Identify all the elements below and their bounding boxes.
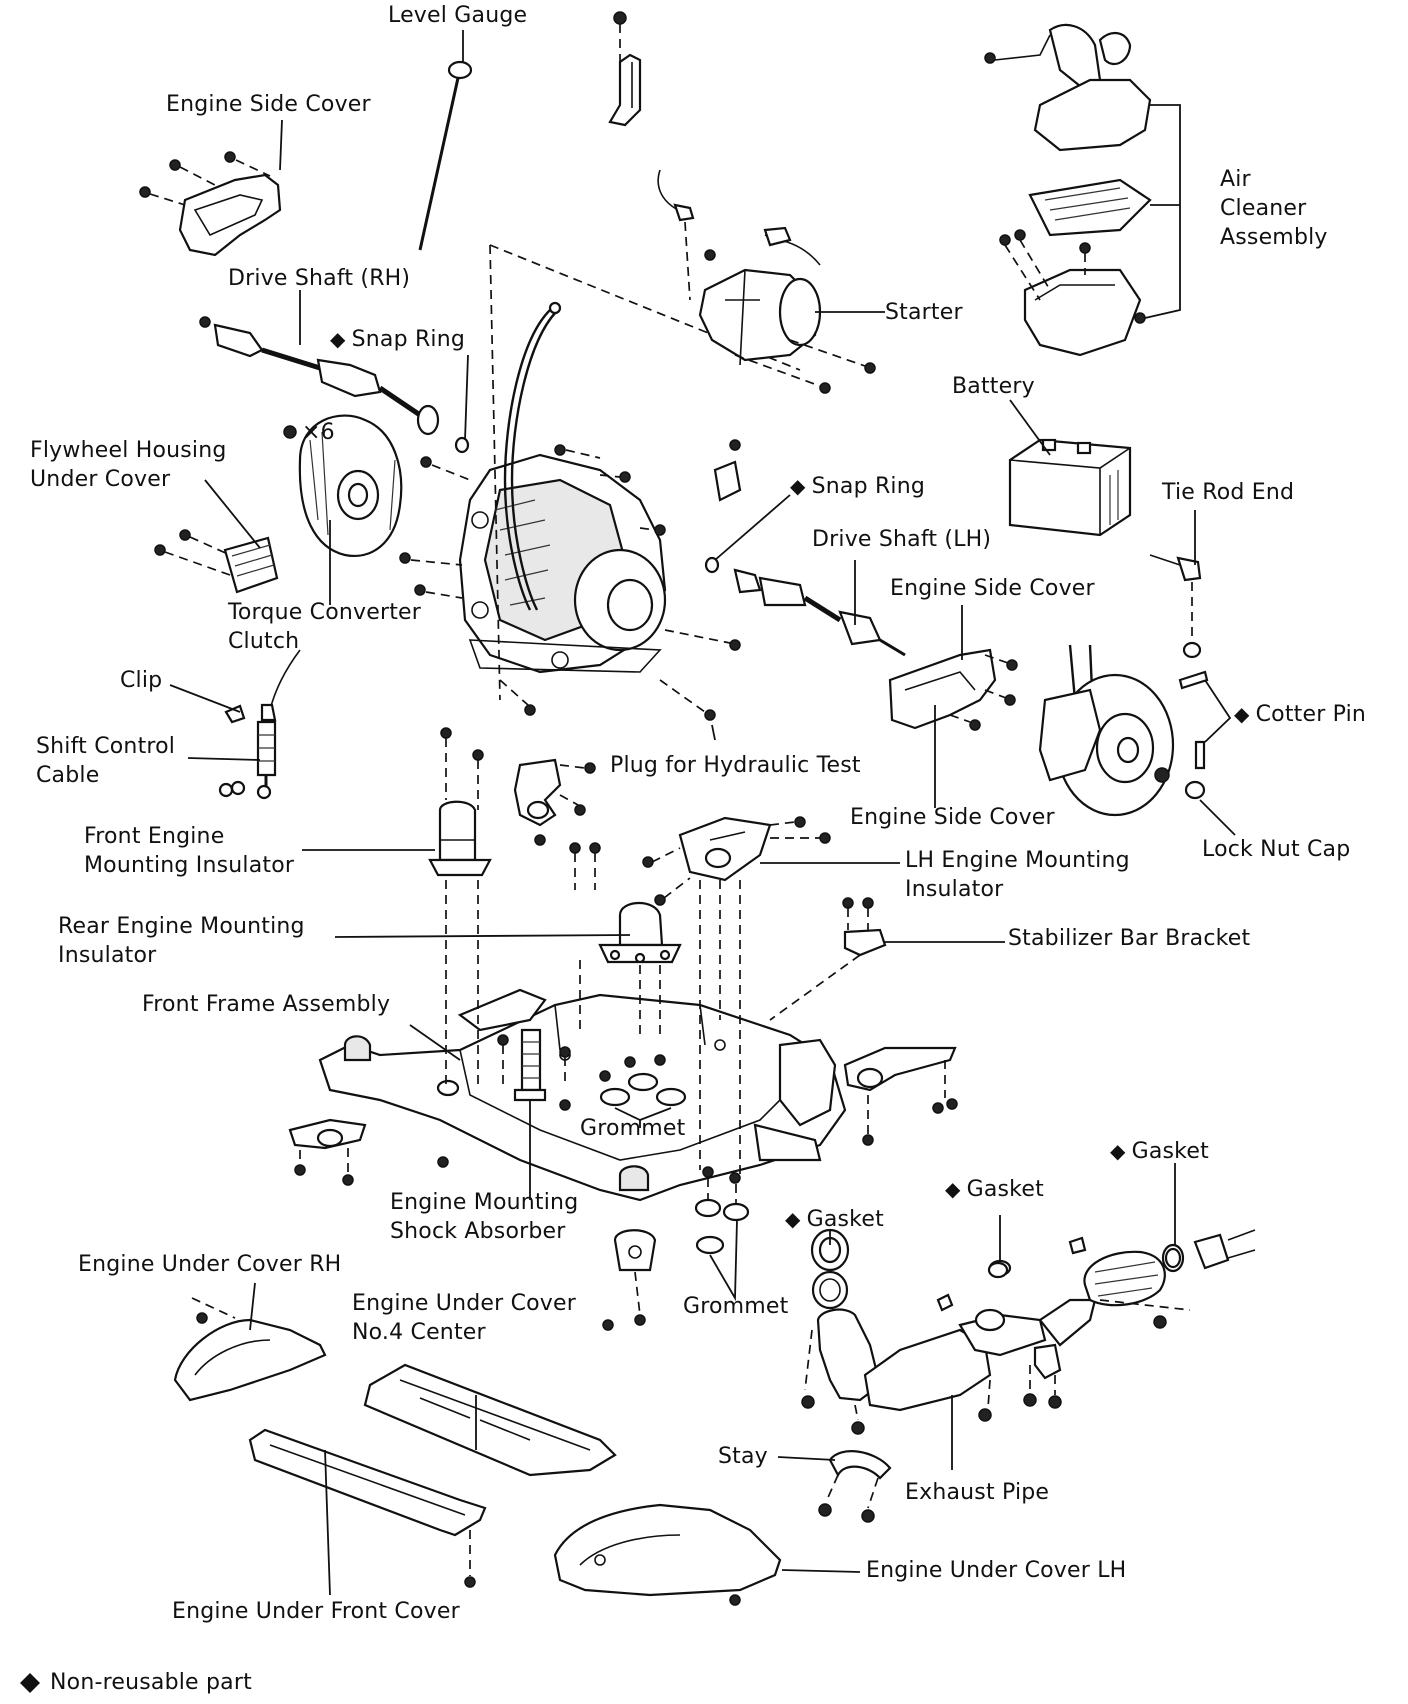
label-exhaust-pipe: Exhaust Pipe: [905, 1480, 1050, 1505]
non-reusable-diamond-icon: ◆: [945, 1177, 961, 1201]
exhaust-pipe-part: [811, 1229, 1256, 1412]
label-air-cleaner: Air Cleaner Assembly: [1220, 167, 1328, 250]
label-engine-side-cover-top: Engine Side Cover: [166, 92, 371, 117]
frame-alignment-lines: [445, 880, 741, 1180]
label-tie-rod-end: Tie Rod End: [1162, 480, 1295, 505]
right-frame-bracket-part: [843, 1046, 958, 1146]
label-grommet-center: Grommet: [580, 1116, 686, 1141]
label-clip: Clip: [120, 668, 163, 693]
label-drive-shaft-rh: Drive Shaft (RH): [228, 266, 411, 291]
under-cover-lh-part: [553, 1503, 782, 1606]
label-lock-nut-cap: Lock Nut Cap: [1202, 837, 1351, 862]
under-cover-center-part: [363, 1363, 617, 1477]
label-shock-absorber: Engine Mounting Shock Absorber: [390, 1190, 579, 1244]
starter-part: [657, 169, 876, 394]
snap-ring-lh-part: [704, 439, 742, 574]
label-under-cover-center: Engine Under Cover No.4 Center: [352, 1291, 576, 1345]
non-reusable-diamond-icon: ◆: [1110, 1139, 1126, 1163]
shift-cable-part: [503, 301, 562, 611]
tie-rod-end-part: [1149, 554, 1202, 659]
front-engine-mount-part: [428, 727, 492, 877]
label-gasket-mid: ◆Gasket: [945, 1177, 1044, 1202]
engine-side-cover-top-part: [139, 151, 282, 257]
small-mount-part: [602, 1229, 657, 1331]
label-under-front-cover: Engine Under Front Cover: [172, 1599, 460, 1624]
label-cotter-pin: ◆Cotter Pin: [1234, 702, 1367, 727]
legend-diamond-icon: [20, 1673, 40, 1693]
label-front-engine-mount: Front Engine Mounting Insulator: [84, 824, 295, 878]
label-snap-ring-rh: ◆Snap Ring: [330, 327, 466, 352]
engine-side-cover-lh-part: [888, 648, 1018, 731]
lh-engine-mount-part: [642, 816, 831, 906]
battery-part: [1008, 438, 1132, 537]
torque-converter-part: [283, 414, 403, 557]
label-drive-shaft-lh: Drive Shaft (LH): [812, 527, 992, 552]
label-stabilizer-bracket: Stabilizer Bar Bracket: [1008, 926, 1251, 951]
label-shift-control-cable: Shift Control Cable: [36, 734, 176, 788]
label-flywheel-housing: Flywheel Housing Under Cover: [30, 438, 227, 492]
label-engine-side-cover-upper-lh: Engine Side Cover: [890, 576, 1095, 601]
grommet-lower-part: [694, 1166, 750, 1255]
label-rear-engine-mount: Rear Engine Mounting Insulator: [58, 914, 305, 968]
label-battery: Battery: [952, 374, 1035, 399]
label-starter: Starter: [885, 300, 963, 325]
left-frame-bracket-part: [288, 1118, 449, 1186]
exhaust-fasteners: [801, 1299, 1191, 1435]
front-frame-part: [318, 988, 847, 1202]
label-plug-hydraulic-test: Plug for Hydraulic Test: [610, 753, 861, 778]
air-cleaner-part: [984, 23, 1181, 357]
non-reusable-diamond-icon: ◆: [1234, 702, 1250, 726]
transaxle-part: [458, 453, 667, 674]
label-torque-converter: Torque Converter Clutch: [228, 600, 422, 654]
drive-shaft-rh-part: [199, 316, 470, 454]
legend-text: Non-reusable part: [50, 1670, 252, 1695]
center-bracket-part: [513, 758, 596, 846]
knuckle-disc-part: [1038, 644, 1175, 817]
shift-control-cable-part: [218, 649, 301, 800]
label-gasket-right: ◆Gasket: [1110, 1139, 1209, 1164]
top-clamp-part: [608, 11, 642, 127]
label-stay: Stay: [718, 1444, 768, 1469]
label-gasket-left: ◆Gasket: [785, 1207, 884, 1232]
label-bolt-count: ×6: [302, 420, 335, 445]
label-lh-engine-mount: LH Engine Mounting Insulator: [905, 848, 1130, 902]
cotter-pin-part: [1178, 670, 1232, 800]
shock-absorber-part: [497, 1028, 571, 1102]
transaxle-bolts: [399, 444, 741, 721]
label-level-gauge: Level Gauge: [388, 3, 528, 28]
leader-lines: [169, 119, 1236, 1596]
non-reusable-diamond-icon: ◆: [330, 327, 346, 351]
stay-part: [818, 1450, 892, 1523]
gasket-parts: [810, 1228, 1182, 1279]
non-reusable-diamond-icon: ◆: [790, 474, 806, 498]
drive-shaft-lh-part: [733, 568, 906, 657]
stabilizer-bracket-part: [769, 897, 887, 1021]
grommet-center-part: [559, 1054, 687, 1111]
flywheel-housing-under-cover-part: [154, 529, 279, 594]
under-front-cover-part: [248, 1428, 487, 1588]
label-grommet-lower: Grommet: [683, 1294, 789, 1319]
under-cover-rh-part: [173, 1297, 327, 1402]
label-under-cover-lh: Engine Under Cover LH: [866, 1558, 1127, 1583]
label-front-frame: Front Frame Assembly: [142, 992, 391, 1017]
rear-engine-mount-part: [569, 842, 682, 964]
level-gauge-part: [418, 30, 473, 251]
label-under-cover-rh: Engine Under Cover RH: [78, 1252, 342, 1277]
label-engine-side-cover-lower-lh: Engine Side Cover: [850, 805, 1055, 830]
non-reusable-diamond-icon: ◆: [785, 1207, 801, 1231]
label-snap-ring-lh: ◆Snap Ring: [790, 474, 926, 499]
